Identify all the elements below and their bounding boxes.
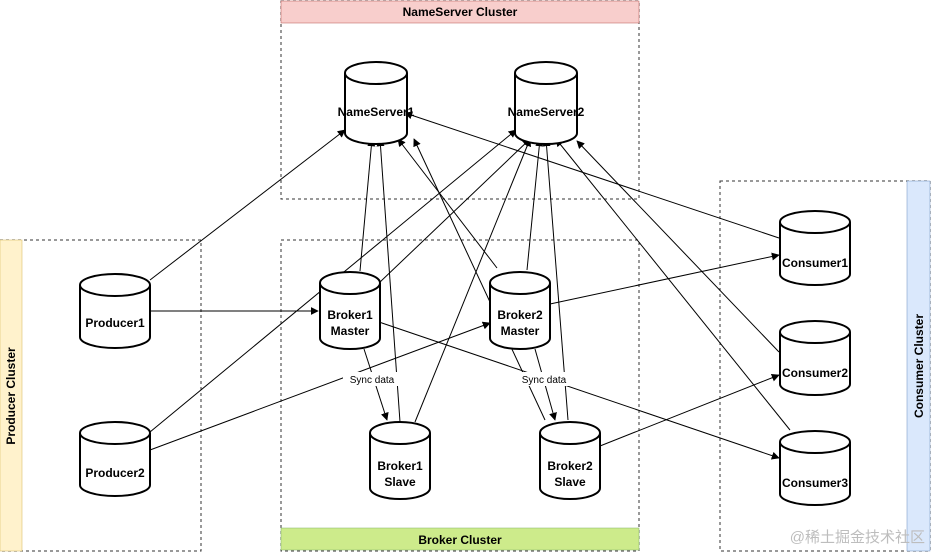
nameserver-cluster-box xyxy=(280,0,640,200)
edge-consumer1-nameserver1 xyxy=(404,111,780,239)
consumer3-node[interactable]: Consumer3 xyxy=(779,430,852,506)
broker1-master-line1: Broker1 xyxy=(327,308,373,322)
edge-broker2m-nameserver1 xyxy=(397,138,498,269)
edge-broker2m-consumer1 xyxy=(549,252,780,305)
consumer-cluster-label: Consumer Cluster xyxy=(912,314,926,418)
edge-broker1m-nameserver1-a xyxy=(359,138,376,272)
broker-cluster-box xyxy=(280,239,640,552)
svg-text:NameServer1: NameServer1 xyxy=(338,105,415,119)
svg-text:NameServer2: NameServer2 xyxy=(508,105,585,119)
consumer-cluster-box xyxy=(719,180,931,552)
broker1-master-node[interactable]: Broker1 Master xyxy=(319,271,382,350)
svg-text:Sync data: Sync data xyxy=(522,375,567,386)
consumer-cluster-sidebar: Consumer Cluster xyxy=(906,180,931,552)
broker1-master-line2: Master xyxy=(331,324,370,338)
edge-producer1-nameserver1 xyxy=(149,129,346,281)
svg-text:Producer1: Producer1 xyxy=(85,316,145,330)
broker2-master-node[interactable]: Broker2 Master xyxy=(489,271,552,350)
broker1-slave-node[interactable]: Broker1 Slave xyxy=(369,421,432,500)
svg-text:Consumer2: Consumer2 xyxy=(782,366,848,380)
edge-consumer2-nameserver2 xyxy=(576,140,780,353)
connections xyxy=(149,111,791,460)
broker-cluster-label: Broker Cluster xyxy=(418,533,502,547)
broker1-slave-line1: Broker1 xyxy=(377,459,423,473)
broker2-master-line2: Master xyxy=(501,324,540,338)
consumer1-node[interactable]: Consumer1 xyxy=(779,210,852,286)
edge-label-sync-2: Sync data xyxy=(515,372,573,386)
nameserver-cluster-label: NameServer Cluster xyxy=(403,5,518,19)
broker2-slave-node[interactable]: Broker2 Slave xyxy=(539,421,602,500)
edge-label-sync-1: Sync data xyxy=(343,372,401,386)
broker1-slave-line2: Slave xyxy=(384,475,416,489)
producer-cluster-sidebar: Producer Cluster xyxy=(0,239,23,552)
edge-broker2m-nameserver2 xyxy=(526,138,544,271)
svg-text:Producer2: Producer2 xyxy=(85,466,145,480)
edge-broker1m-consumer3 xyxy=(378,321,780,460)
producer2-node[interactable]: Producer2 xyxy=(79,421,152,497)
edge-broker2s-consumer2 xyxy=(599,373,780,447)
broker2-slave-line2: Slave xyxy=(554,475,586,489)
edge-producer2-broker2 xyxy=(149,321,491,451)
edge-broker1m-nameserver2 xyxy=(378,138,531,284)
edge-broker1s-nameserver2 xyxy=(414,138,531,423)
producer1-node[interactable]: Producer1 xyxy=(79,273,152,349)
svg-text:Consumer3: Consumer3 xyxy=(782,476,848,490)
broker2-master-line1: Broker2 xyxy=(497,308,543,322)
broker-cluster-footer: Broker Cluster xyxy=(280,527,640,551)
nameserver2-node[interactable]: NameServer2 xyxy=(508,61,585,145)
watermark-text: @稀土掘金技术社区 xyxy=(790,529,925,546)
svg-text:Consumer1: Consumer1 xyxy=(782,256,848,270)
consumer2-node[interactable]: Consumer2 xyxy=(779,320,852,396)
svg-text:Sync data: Sync data xyxy=(350,375,395,386)
producer-cluster-box xyxy=(0,239,202,552)
nameserver-cluster-header: NameServer Cluster xyxy=(280,0,640,24)
nameserver1-node[interactable]: NameServer1 xyxy=(338,61,415,145)
broker2-slave-line1: Broker2 xyxy=(547,459,593,473)
producer-cluster-label: Producer Cluster xyxy=(4,347,18,445)
edge-consumer3-nameserver2 xyxy=(555,138,791,431)
